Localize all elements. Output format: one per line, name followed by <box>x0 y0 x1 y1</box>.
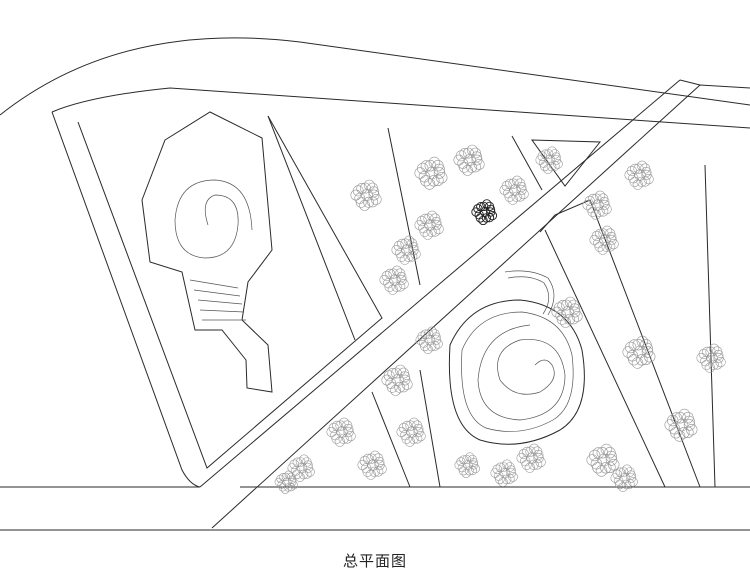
tree-icon <box>350 179 382 211</box>
parcel-divider-9 <box>704 164 716 488</box>
tree-icon <box>610 464 638 492</box>
diagonal-road-cap <box>679 79 701 86</box>
tree-icon <box>516 443 546 473</box>
left-parcel-inner-boundary <box>77 115 383 469</box>
tree-icon <box>414 156 448 190</box>
tree-icon <box>287 454 315 482</box>
parcel-divider-8 <box>554 199 701 488</box>
parcel-divider-6 <box>419 369 441 488</box>
parcel-divider-1 <box>267 115 356 341</box>
tree-icon <box>357 450 387 480</box>
tree-icon <box>696 343 726 373</box>
tree-icon <box>622 335 656 369</box>
trees-layer <box>274 144 726 494</box>
tree-icon <box>624 160 654 190</box>
diagonal-road-edge-a <box>199 79 681 488</box>
tree-icon <box>582 190 612 220</box>
tree-icon <box>454 452 480 478</box>
tree-icon <box>274 470 299 494</box>
tree-icon <box>535 146 563 174</box>
inner-road-edge <box>51 87 750 129</box>
tree-icon <box>396 417 426 447</box>
tree-icon <box>586 443 620 477</box>
tree-dark-icon <box>471 199 498 226</box>
right-building-stairs <box>504 270 555 316</box>
parcel-divider-10 <box>539 214 556 233</box>
tree-icon <box>391 235 421 265</box>
tree-icon <box>551 296 583 328</box>
left-building-spiral <box>174 179 253 259</box>
tree-icon <box>664 408 698 442</box>
parcel-divider-3 <box>511 135 543 191</box>
parcel-divider-2 <box>387 127 421 286</box>
tree-icon <box>415 326 443 354</box>
parcel-divider-5 <box>371 391 411 488</box>
tree-icon <box>499 175 529 205</box>
tree-icon <box>453 144 485 176</box>
tree-icon <box>326 417 356 447</box>
left-building-stairs <box>189 279 246 321</box>
right-building-inner-ring <box>461 311 574 432</box>
left-parcel-boundary <box>51 111 201 488</box>
parcel-divider-7 <box>544 229 666 488</box>
right-building-outer-ring <box>448 299 585 445</box>
tree-icon <box>379 265 409 295</box>
left-building-outline <box>141 111 273 393</box>
tree-icon <box>381 364 413 396</box>
tree-icon <box>414 210 444 240</box>
tree-icon <box>589 225 619 255</box>
outer-road-edge <box>0 37 750 116</box>
tree-icon <box>490 459 518 487</box>
right-building-spiral <box>477 324 566 421</box>
drawing-caption: 总平面图 <box>342 552 407 570</box>
